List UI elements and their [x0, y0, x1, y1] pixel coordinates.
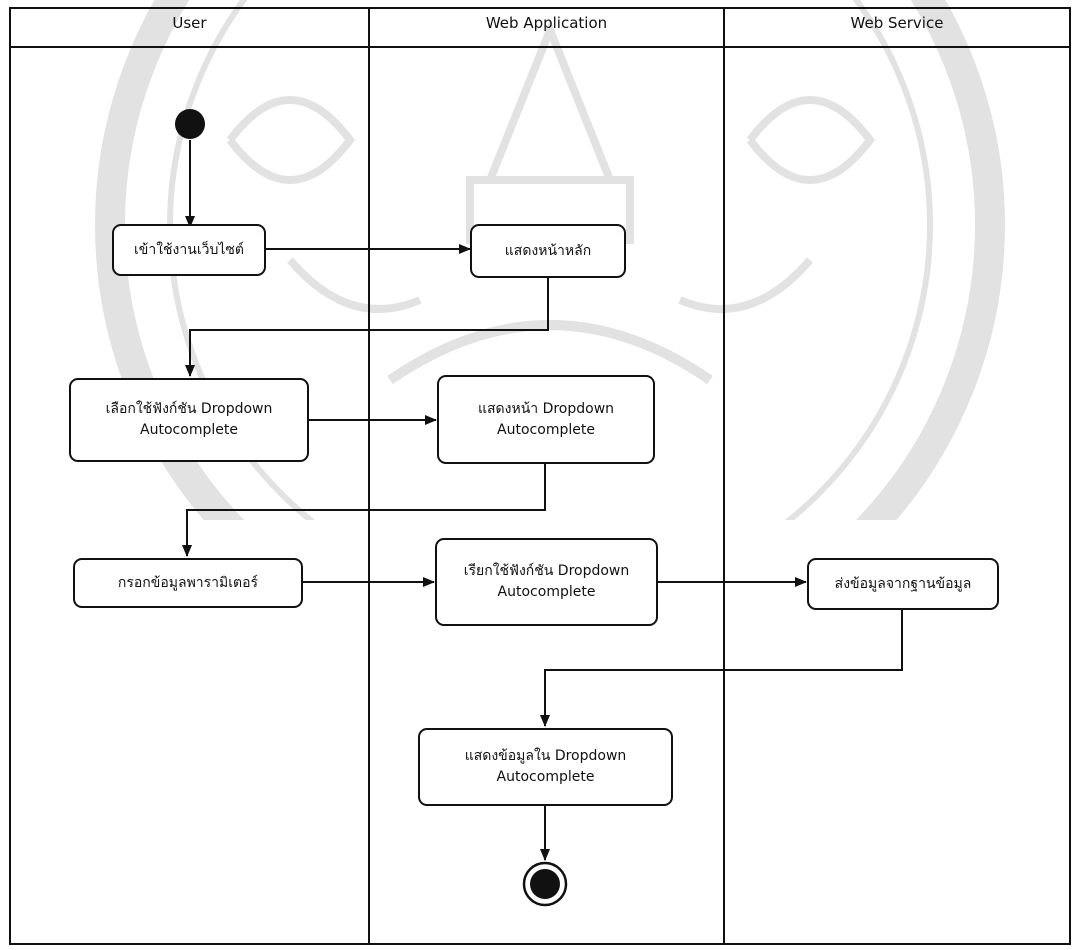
activity-call-function: เรียกใช้ฟังก์ชัน Dropdown Autocomplete	[435, 538, 658, 626]
activity-show-dropdown-page: แสดงหน้า Dropdown Autocomplete	[437, 375, 655, 464]
activity-select-function: เลือกใช้ฟังก์ชัน Dropdown Autocomplete	[69, 378, 309, 462]
activity-show-data: แสดงข้อมูลใน Dropdown Autocomplete	[418, 728, 673, 806]
start-node	[175, 109, 205, 139]
end-node	[522, 861, 568, 907]
activity-send-data: ส่งข้อมูลจากฐานข้อมูล	[807, 558, 999, 610]
activity-enter-site: เข้าใช้งานเว็บไซต์	[112, 224, 266, 276]
activity-enter-parameters: กรอกข้อมูลพารามิเตอร์	[73, 558, 303, 608]
activity-call-function-line2: Autocomplete	[497, 584, 596, 600]
lane-title-user: User	[172, 14, 207, 32]
activity-enter-parameters-label: กรอกข้อมูลพารามิเตอร์	[117, 574, 259, 591]
activity-show-data-line2: Autocomplete	[496, 769, 595, 785]
activity-show-dropdown-page-line1: แสดงหน้า Dropdown	[477, 400, 615, 417]
swimlane-frame	[9, 7, 1071, 945]
activity-show-home: แสดงหน้าหลัก	[470, 224, 626, 278]
flow-home-to-select	[185, 278, 549, 377]
activity-send-data-label: ส่งข้อมูลจากฐานข้อมูล	[834, 575, 972, 592]
flow-send-to-show	[540, 610, 903, 727]
flow-dropdown-page-to-params	[182, 464, 546, 557]
activity-call-function-line1: เรียกใช้ฟังก์ชัน Dropdown	[463, 563, 630, 579]
activity-show-data-line1: แสดงข้อมูลใน Dropdown	[464, 748, 627, 764]
activity-select-function-line2: Autocomplete	[140, 422, 238, 438]
activity-show-home-label: แสดงหน้าหลัก	[504, 242, 592, 259]
activity-show-dropdown-page-line2: Autocomplete	[497, 421, 595, 438]
activity-enter-site-label: เข้าใช้งานเว็บไซต์	[134, 241, 244, 258]
lane-title-web-service: Web Service	[850, 14, 944, 32]
lane-title-web-application: Web Application	[485, 14, 608, 32]
activity-select-function-line1: เลือกใช้ฟังก์ชัน Dropdown	[105, 401, 273, 417]
